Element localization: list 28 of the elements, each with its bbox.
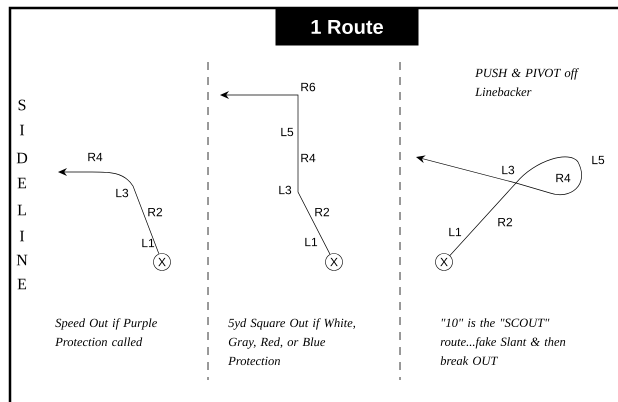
step-label: L3 [502, 166, 514, 174]
step-label: R2 [148, 208, 162, 216]
sideline-letter: E [18, 178, 26, 188]
sideline-letter: I [20, 124, 24, 136]
sideline-letter: N [16, 254, 28, 266]
step-label: L5 [592, 156, 604, 164]
route-note: 5yd Square Out if White, Gray, Red, or Blue Protection [228, 318, 356, 366]
title-banner: 1 Route [276, 8, 418, 46]
step-label: R6 [301, 82, 316, 92]
route-note: PUSH & PIVOT off Linebacker [475, 68, 580, 96]
step-label: R4 [301, 154, 316, 162]
route-note: Speed Out if Purple Protection called [55, 318, 157, 346]
step-label: R2 [315, 208, 330, 216]
step-label: L1 [449, 228, 462, 236]
sideline-letter: D [16, 152, 28, 164]
step-label: R2 [498, 218, 512, 226]
route-note: "10" is the "SCOUT" route...fake Slant & then break OUT [440, 318, 566, 365]
sideline-letter: I [20, 230, 24, 242]
step-label: L3 [116, 188, 128, 198]
sideline-letter: E [18, 278, 26, 290]
step-label: L5 [281, 128, 294, 136]
sideline-letter: S [18, 100, 26, 110]
step-label: L3 [279, 186, 292, 194]
step-label: R4 [556, 174, 570, 182]
sideline-letter: L [18, 204, 26, 216]
step-label: L1 [142, 238, 154, 248]
step-label: L1 [305, 238, 318, 246]
step-label: R4 [88, 152, 102, 162]
